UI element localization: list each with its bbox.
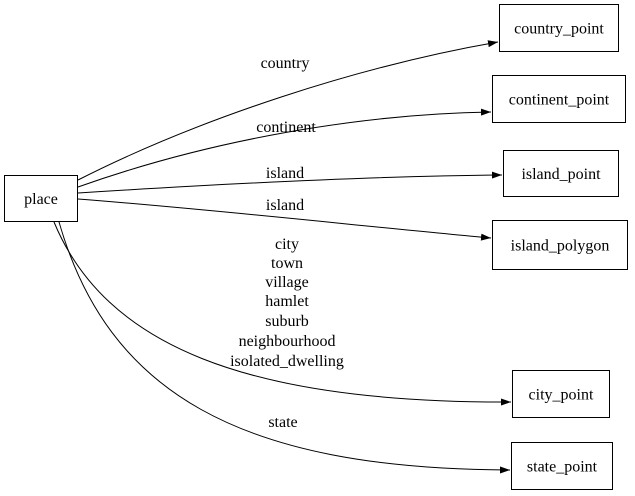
node-island-point-box [503, 150, 619, 197]
node-state-point: state_point [511, 442, 613, 490]
edge-label-country: country [261, 55, 310, 72]
node-state-point-label: state_point [527, 459, 598, 476]
node-island-polygon: island_polygon [492, 220, 628, 270]
edge-place-island-polygon [77, 198, 492, 241]
node-state-point-box [511, 442, 613, 490]
edge-label-suburb: suburb [265, 313, 309, 330]
node-continent-point-label: continent_point [509, 92, 610, 109]
node-country-point-label: country_point [514, 21, 604, 38]
edge-place-country-point [77, 40, 499, 181]
edge-label-neighbourhood: neighbourhood [239, 333, 336, 350]
node-island-point-label: island_point [521, 166, 601, 183]
edge-place-continent-point [77, 108, 492, 188]
edge-label-state: state [268, 414, 297, 431]
node-city-point: city_point [512, 370, 610, 418]
node-place-box [4, 175, 78, 222]
node-island-polygon-label: island_polygon [511, 238, 610, 255]
node-island-point: island_point [503, 150, 619, 197]
node-place-label: place [24, 191, 58, 208]
edge-label-hamlet: hamlet [265, 293, 309, 310]
edge-label-village: village [265, 274, 309, 291]
edge-label-island-2: island [266, 197, 304, 214]
edge-label-island-1: island [266, 165, 304, 182]
node-place: place [4, 175, 78, 222]
edge-label-city-group: city town village hamlet suburb neighbou… [230, 236, 344, 370]
edge-place-state-point [58, 221, 511, 474]
edge-label-town: town [271, 255, 303, 272]
node-country-point-box [499, 4, 619, 52]
node-island-polygon-box [492, 220, 628, 270]
edge-place-city-point [53, 221, 512, 406]
edge-label-isolated-dwelling: isolated_dwelling [230, 353, 344, 370]
node-city-point-label: city_point [529, 387, 594, 404]
node-continent-point-box [492, 75, 626, 123]
node-continent-point: continent_point [492, 75, 626, 123]
edge-label-continent: continent [256, 119, 316, 136]
node-country-point: country_point [499, 4, 619, 52]
edge-place-island-point [77, 171, 503, 194]
node-city-point-box [512, 370, 610, 418]
edge-label-city: city [275, 236, 299, 253]
